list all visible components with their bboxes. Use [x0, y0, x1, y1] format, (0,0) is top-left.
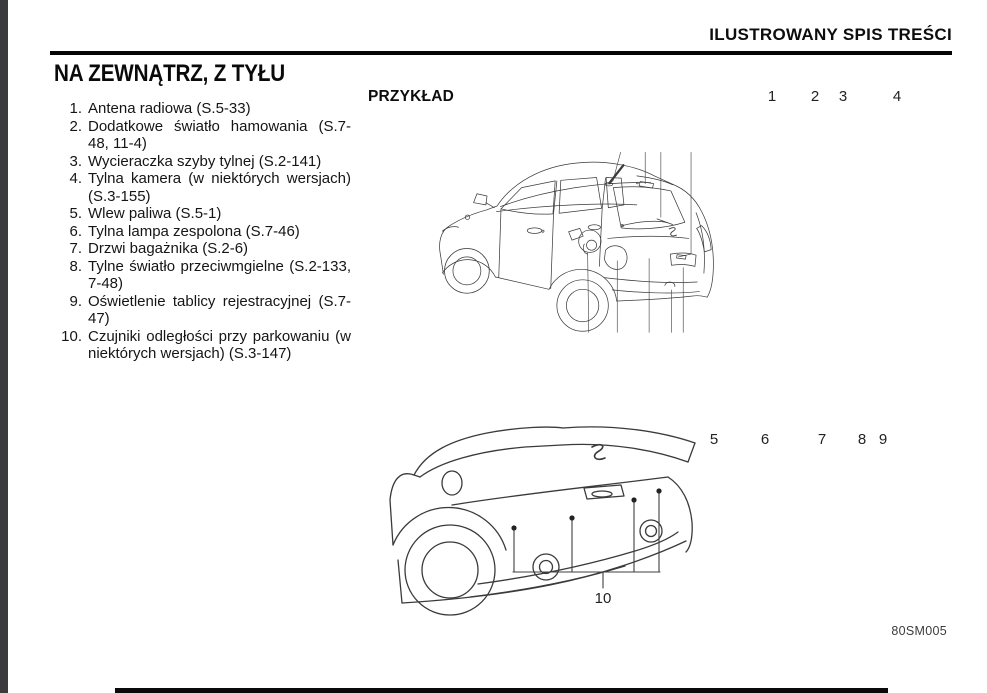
list-item: 10. Czujniki odległości przy parkowaniu (…	[58, 328, 351, 363]
rear-window-and-wiper	[612, 186, 686, 230]
callout-leader-lines	[587, 152, 692, 333]
callout-9: 9	[878, 431, 888, 448]
item-text: Tylne światło przeciwmgielne (S.2-133, 7…	[88, 257, 351, 293]
item-text: Oświetlenie tablicy rejestracyjnej (S.7-…	[88, 292, 351, 328]
header-title: ILUSTROWANY SPIS TREŚCI	[709, 25, 952, 44]
callout-3: 3	[838, 88, 848, 105]
callout-2: 2	[810, 88, 820, 105]
item-number: 8.	[69, 257, 82, 275]
item-text: Dodatkowe światło hamowania (S.7-48, 11-…	[88, 117, 351, 153]
item-number: 2.	[69, 117, 82, 135]
list-item: 5. Wlew paliwa (S.5-1)	[58, 205, 351, 223]
list-item: 8. Tylne światło przeciwmgielne (S.2-133,…	[58, 258, 351, 293]
section-title: NA ZEWNĄTRZ, Z TYŁU	[54, 60, 286, 87]
list-item: 2. Dodatkowe światło hamowania (S.7-48, 1…	[58, 118, 351, 153]
tailgate-and-lamps	[604, 212, 712, 294]
callout-10: 10	[594, 590, 612, 607]
scan-bottom-bar	[115, 688, 888, 693]
figure-code: 80SM005	[891, 624, 947, 638]
item-number: 9.	[69, 292, 82, 310]
rear-wheel	[392, 506, 507, 616]
list-item: 4. Tylna kamera (w niektórych wersjach) (…	[58, 170, 351, 205]
item-number: 5.	[69, 205, 82, 222]
scan-edge-strip	[0, 0, 8, 693]
list-item: 7. Drzwi bagażnika (S.2-6)	[58, 240, 351, 258]
fuel-filler	[568, 228, 602, 255]
car-rear-quarter-diagram	[439, 152, 714, 333]
item-number: 1.	[69, 100, 82, 117]
windows-and-doors	[496, 177, 652, 290]
item-text: Drzwi bagażnika (S.2-6)	[88, 240, 249, 257]
item-number: 6.	[69, 222, 82, 240]
side-mirror	[473, 193, 495, 209]
callout-6: 6	[760, 431, 770, 448]
item-number: 7.	[69, 240, 82, 257]
car-body-outline	[439, 161, 714, 302]
suzuki-logo	[591, 443, 606, 461]
example-label: PRZYKŁAD	[368, 88, 454, 105]
radio-antenna	[604, 164, 625, 187]
item-text: Tylna lampa zespolona (S.7-46)	[88, 222, 300, 240]
item-number: 3.	[69, 152, 82, 170]
parking-sensors	[511, 488, 662, 531]
list-item: 9. Oświetlenie tablicy rejestracyjnej (S.…	[58, 293, 351, 328]
item-text: Wycieraczka szyby tylnej (S.2-141)	[88, 152, 322, 170]
header-rule	[50, 51, 952, 55]
item-number: 10.	[61, 327, 82, 345]
callout-7: 7	[817, 431, 827, 448]
item-text: Wlew paliwa (S.5-1)	[88, 205, 222, 222]
callout-8: 8	[857, 431, 867, 448]
item-text: Tylna kamera (w niektórych wersjach) (S.…	[88, 170, 351, 205]
list-item: 3. Wycieraczka szyby tylnej (S.2-141)	[58, 153, 351, 171]
callout-bracket	[512, 492, 661, 589]
bumper-body-outline	[389, 426, 696, 604]
callout-1: 1	[767, 88, 777, 105]
parts-list: 1. Antena radiowa (S.5-33) 2. Dodatkowe św…	[58, 100, 351, 363]
suzuki-logo	[668, 227, 677, 237]
item-text: Antena radiowa (S.5-33)	[88, 100, 251, 117]
item-text: Czujniki odległości przy parkowaniu (w n…	[88, 327, 351, 363]
list-item: 6. Tylna lampa zespolona (S.7-46)	[58, 223, 351, 241]
callout-5: 5	[709, 431, 719, 448]
item-number: 4.	[69, 170, 82, 187]
rear-bumper-closeup-diagram	[389, 426, 696, 616]
wheels	[444, 248, 609, 332]
callout-4: 4	[892, 88, 902, 105]
list-item: 1. Antena radiowa (S.5-33)	[58, 100, 351, 118]
